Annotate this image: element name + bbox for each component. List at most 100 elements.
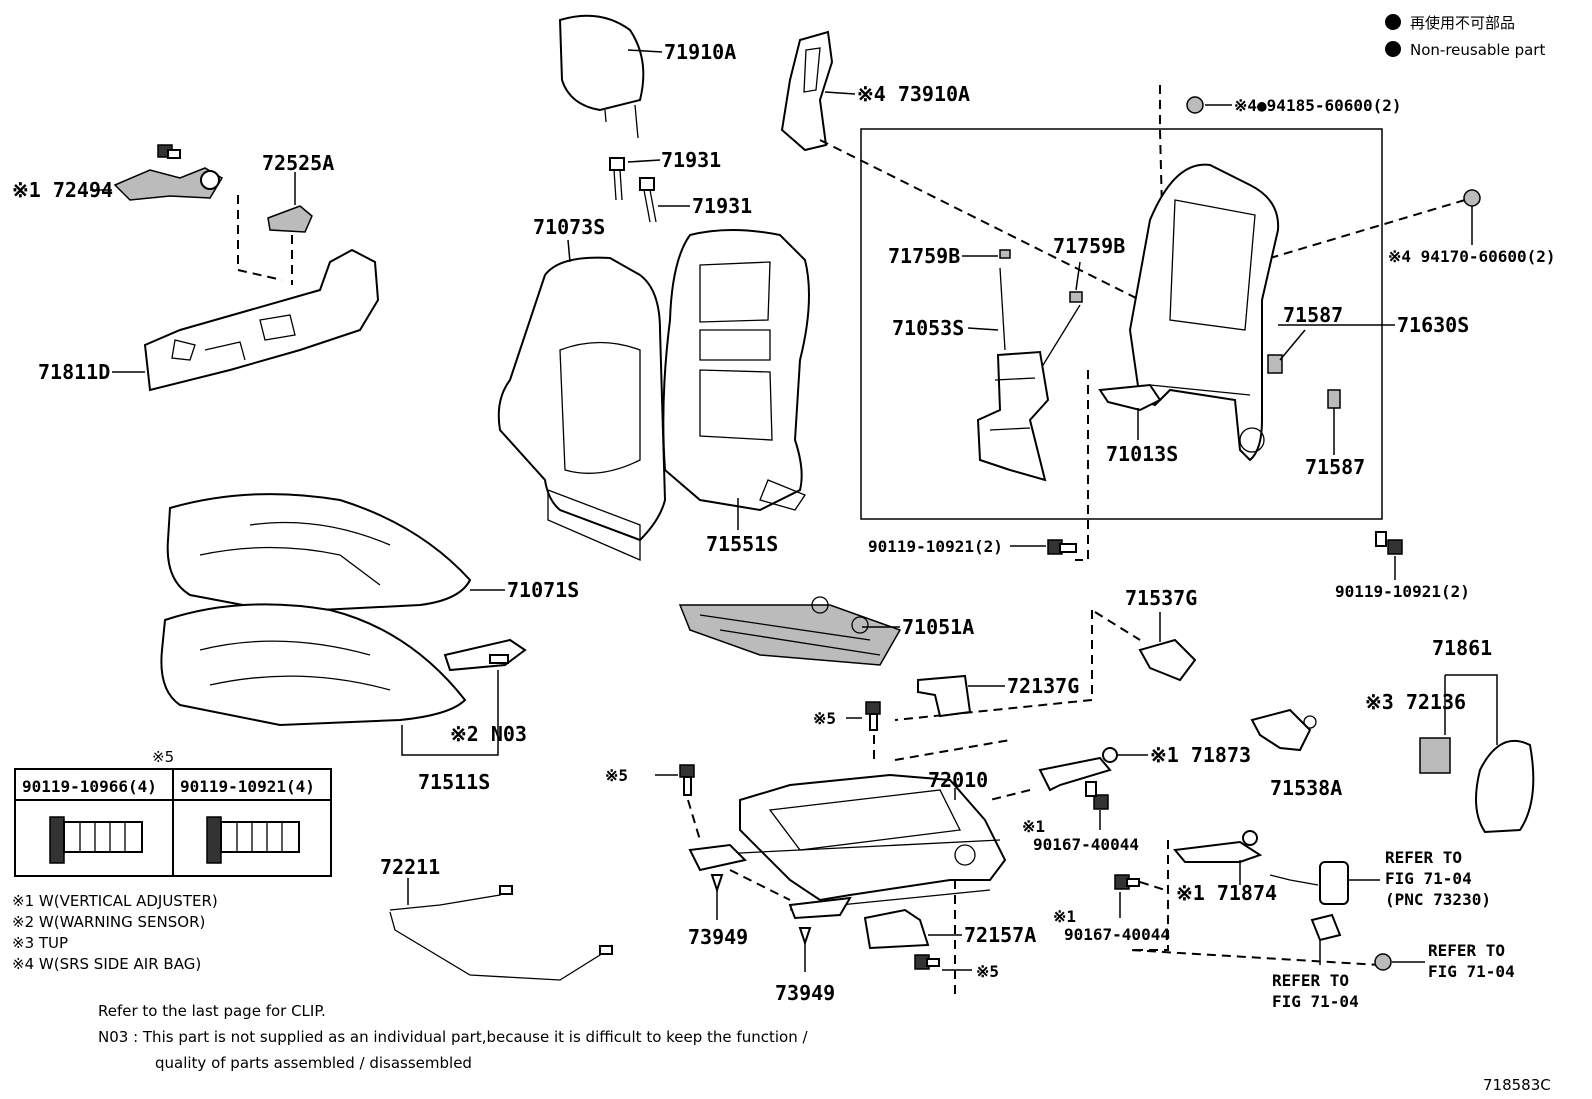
screw-star5-bottom[interactable]: ※5 <box>914 954 999 981</box>
link-71873[interactable]: ※1 71873 <box>1038 743 1251 792</box>
label-72157A: 72157A <box>964 923 1036 947</box>
refer1-b: FIG 71-04 <box>1385 869 1472 888</box>
legend-bullet-1 <box>1385 14 1401 30</box>
harness-72211[interactable]: 72211 <box>380 855 613 981</box>
dash-71537G <box>1094 611 1141 641</box>
airbag-bracket-73910A[interactable]: ※4 73910A <box>780 30 970 152</box>
bolt-90167-b[interactable]: ※1 90167-40044 <box>1053 874 1170 944</box>
label-94185: ※4●94185-60600(2) <box>1234 96 1402 115</box>
side-airbag-71861[interactable]: 71861 <box>1432 636 1535 834</box>
legend-bullet-2 <box>1385 41 1401 57</box>
label-71630S: 71630S <box>1397 313 1469 337</box>
dash-star5-left <box>687 799 701 841</box>
clip-71759B-a[interactable]: 71759B <box>888 244 1011 268</box>
bolt-small-top[interactable] <box>157 144 181 159</box>
bracket-71537G[interactable]: 71537G <box>1125 586 1197 682</box>
label-71874: ※1 71874 <box>1176 881 1277 905</box>
dash-72137G <box>894 610 1093 721</box>
knob-72525A[interactable]: 72525A <box>262 151 334 233</box>
sensor-N03[interactable]: ※2 N03 <box>443 638 527 746</box>
seatback-cover-71551S[interactable]: 71551S <box>662 229 810 556</box>
dash-72137G-to-adj <box>894 739 1011 761</box>
nut-94185-60600[interactable]: ※4●94185-60600(2) <box>1186 96 1402 115</box>
clip-71587-a[interactable]: 71587 <box>1267 303 1343 374</box>
footnote-2: ※2 W(WARNING SENSOR) <box>12 913 205 931</box>
headrest-guide-71931[interactable]: 71931 71931 <box>609 148 752 223</box>
seat-adjuster-72010[interactable]: 72010 <box>688 768 1007 920</box>
notes: Refer to the last page for CLIP. N03 : T… <box>98 1002 1551 1094</box>
footnotes: ※1 W(VERTICAL ADJUSTER) ※2 W(WARNING SEN… <box>12 892 218 973</box>
label-73910A: ※4 73910A <box>857 82 970 106</box>
refer3-a: REFER TO <box>1428 941 1505 960</box>
dash-71874 <box>1129 840 1381 966</box>
label-71537G: 71537G <box>1125 586 1197 610</box>
label-N03: ※2 N03 <box>450 722 527 746</box>
seatback-frame-box <box>860 128 1383 520</box>
label-71053S: 71053S <box>892 316 964 340</box>
bolt-90119-left[interactable]: 90119-10921(2) <box>868 537 1077 556</box>
label-71587-a: 71587 <box>1283 303 1343 327</box>
cushion-cover-71071S[interactable]: 71071S <box>166 493 580 614</box>
cushion-pad-71511S[interactable]: 71511S <box>160 603 499 794</box>
refer1-c: (PNC 73230) <box>1385 890 1491 909</box>
cover-72137G[interactable]: 72137G <box>917 674 1079 718</box>
nut-refer3[interactable]: REFER TO FIG 71-04 <box>1374 941 1515 981</box>
dash-71873 <box>989 789 1031 801</box>
headrest-71910A[interactable]: 71910A <box>558 14 736 139</box>
refer3-b: FIG 71-04 <box>1428 962 1515 981</box>
label-90167-b-mark: ※1 <box>1053 907 1076 926</box>
lever-72494[interactable]: ※1 72494 <box>12 167 224 202</box>
bracket-72157A[interactable]: 72157A <box>863 908 1036 950</box>
bolt-table: ※5 90119-10966(4) 90119-10921(4) <box>14 748 332 877</box>
note-n03-1: N03 : This part is not supplied as an in… <box>98 1028 808 1046</box>
link-71874[interactable]: ※1 71874 <box>1173 830 1277 905</box>
side-shield-71811D[interactable]: 71811D <box>38 248 380 392</box>
label-71013S: 71013S <box>1106 442 1178 466</box>
bolt-90167-a[interactable]: ※1 90167-40044 <box>1022 781 1139 854</box>
label-72136: ※3 72136 <box>1365 690 1466 714</box>
dash-airbag <box>819 139 1141 301</box>
bracket-71013S[interactable]: 71013S <box>1098 383 1178 466</box>
label-71538A: 71538A <box>1270 776 1342 800</box>
dash-bolt-left <box>1075 370 1089 561</box>
label-94170: ※4 94170-60600(2) <box>1388 247 1556 266</box>
label-71071S: 71071S <box>507 578 579 602</box>
label-73949-a: 73949 <box>688 925 748 949</box>
label-71511S: 71511S <box>418 770 490 794</box>
seatback-frame-71630S[interactable]: 71630S <box>1128 163 1469 462</box>
bolt-90119-right[interactable]: 90119-10921(2) <box>1335 531 1470 601</box>
screw-star5-top[interactable]: ※5 <box>813 701 881 731</box>
clip-73949-b[interactable]: 73949 <box>775 927 835 1005</box>
label-72525A: 72525A <box>262 151 334 175</box>
label-72137G: 72137G <box>1007 674 1079 698</box>
label-71910A: 71910A <box>664 40 736 64</box>
figure-code: 718583C <box>1483 1076 1551 1094</box>
label-71051A: 71051A <box>902 615 974 639</box>
spring-assy-71051A[interactable]: 71051A <box>678 596 974 666</box>
label-71931-b: 71931 <box>692 194 752 218</box>
tup-72136[interactable]: ※3 72136 <box>1365 690 1466 774</box>
footnote-4: ※4 W(SRS SIDE AIR BAG) <box>12 955 201 973</box>
label-72211: 72211 <box>380 855 440 879</box>
clip-73949-a[interactable]: 73949 <box>688 874 748 949</box>
seat-belt-buckle[interactable]: REFER TO FIG 71-04 (PNC 73230) <box>1269 848 1491 942</box>
dash-adj-left <box>729 869 791 901</box>
label-star5-a: ※5 <box>813 709 836 728</box>
refer2-a: REFER TO <box>1272 971 1349 990</box>
cover-71538A[interactable]: 71538A <box>1250 708 1342 800</box>
screw-star5-left[interactable]: ※5 <box>605 764 695 796</box>
label-72010: 72010 <box>928 768 988 792</box>
label-71551S: 71551S <box>706 532 778 556</box>
lumbar-support-71053S[interactable]: 71053S <box>892 267 1081 482</box>
nut-94170-60600[interactable]: ※4 94170-60600(2) <box>1388 189 1556 266</box>
label-71759B-b: 71759B <box>1053 234 1125 258</box>
label-star5-b: ※5 <box>605 766 628 785</box>
clip-71759B-b[interactable]: 71759B <box>1053 234 1125 303</box>
legend: 再使用不可部品 Non-reusable part <box>1385 14 1545 59</box>
label-90119-a: 90119-10921(2) <box>868 537 1003 556</box>
clip-71587-b[interactable]: 71587 <box>1305 389 1365 479</box>
legend-en: Non-reusable part <box>1410 41 1545 59</box>
dash-nut-top <box>1159 85 1166 331</box>
seatback-pad-71073S[interactable]: 71073S <box>497 215 667 561</box>
